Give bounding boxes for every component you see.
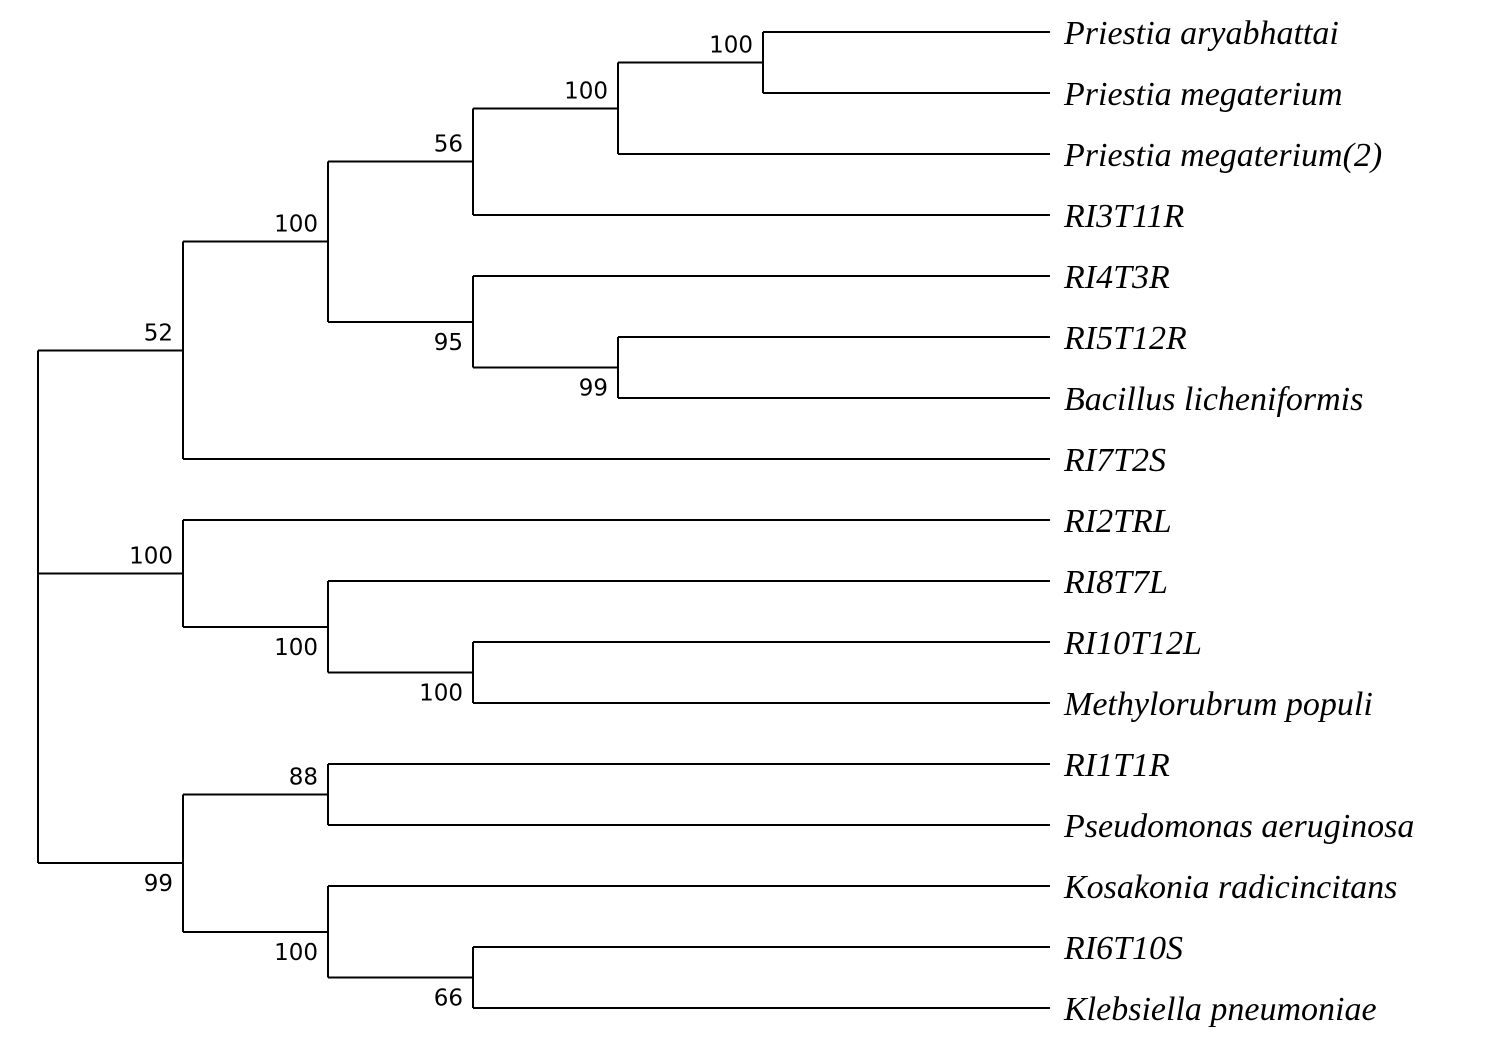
support-value: 95 — [434, 330, 463, 356]
taxon-label-ri7t2s: RI7T2S — [1063, 442, 1166, 479]
support-value: 99 — [579, 376, 608, 402]
taxon-label-ri10t12l: RI10T12L — [1063, 625, 1202, 662]
taxon-label-priestia-aryabhattai: Priestia aryabhattai — [1063, 15, 1339, 52]
support-value: 56 — [434, 132, 463, 158]
support-value: 100 — [274, 635, 318, 661]
support-value: 100 — [419, 681, 463, 707]
support-value: 88 — [289, 765, 318, 791]
taxon-label-ri3t11r: RI3T11R — [1063, 198, 1184, 235]
taxon-label-pseudomonas-aeruginosa: Pseudomonas aeruginosa — [1063, 808, 1414, 845]
taxon-label-klebsiella-pneumoniae: Klebsiella pneumoniae — [1063, 991, 1377, 1028]
support-value: 100 — [564, 78, 608, 104]
taxon-label-ri5t12r: RI5T12R — [1063, 320, 1187, 357]
support-values: 52 100 56 100 100 95 99 100 100 100 99 88 100 66 — [129, 33, 753, 1012]
support-value: 100 — [129, 543, 173, 569]
support-value: 52 — [144, 320, 173, 346]
taxon-label-ri8t7l: RI8T7L — [1063, 564, 1168, 601]
support-value: 100 — [274, 212, 318, 238]
taxon-label-bacillus-licheniformis: Bacillus licheniformis — [1064, 381, 1363, 418]
support-value: 100 — [709, 33, 753, 59]
support-value: 99 — [144, 871, 173, 897]
taxon-label-methylorubrum-populi: Methylorubrum populi — [1063, 686, 1373, 723]
taxon-label-kosakonia-radicincitans: Kosakonia radicincitans — [1063, 869, 1397, 906]
taxon-label-ri4t3r: RI4T3R — [1063, 259, 1170, 296]
tree-branches — [37, 31, 1050, 1009]
taxon-label-priestia-megaterium: Priestia megaterium — [1063, 76, 1343, 113]
taxon-label-ri6t10s: RI6T10S — [1063, 930, 1183, 967]
support-value: 66 — [434, 986, 463, 1012]
support-value: 100 — [274, 940, 318, 966]
taxon-label-ri1t1r: RI1T1R — [1063, 747, 1170, 784]
taxon-label-priestia-megaterium-2: Priestia megaterium(2) — [1063, 137, 1382, 174]
taxon-label-ri2trl: RI2TRL — [1063, 503, 1172, 540]
